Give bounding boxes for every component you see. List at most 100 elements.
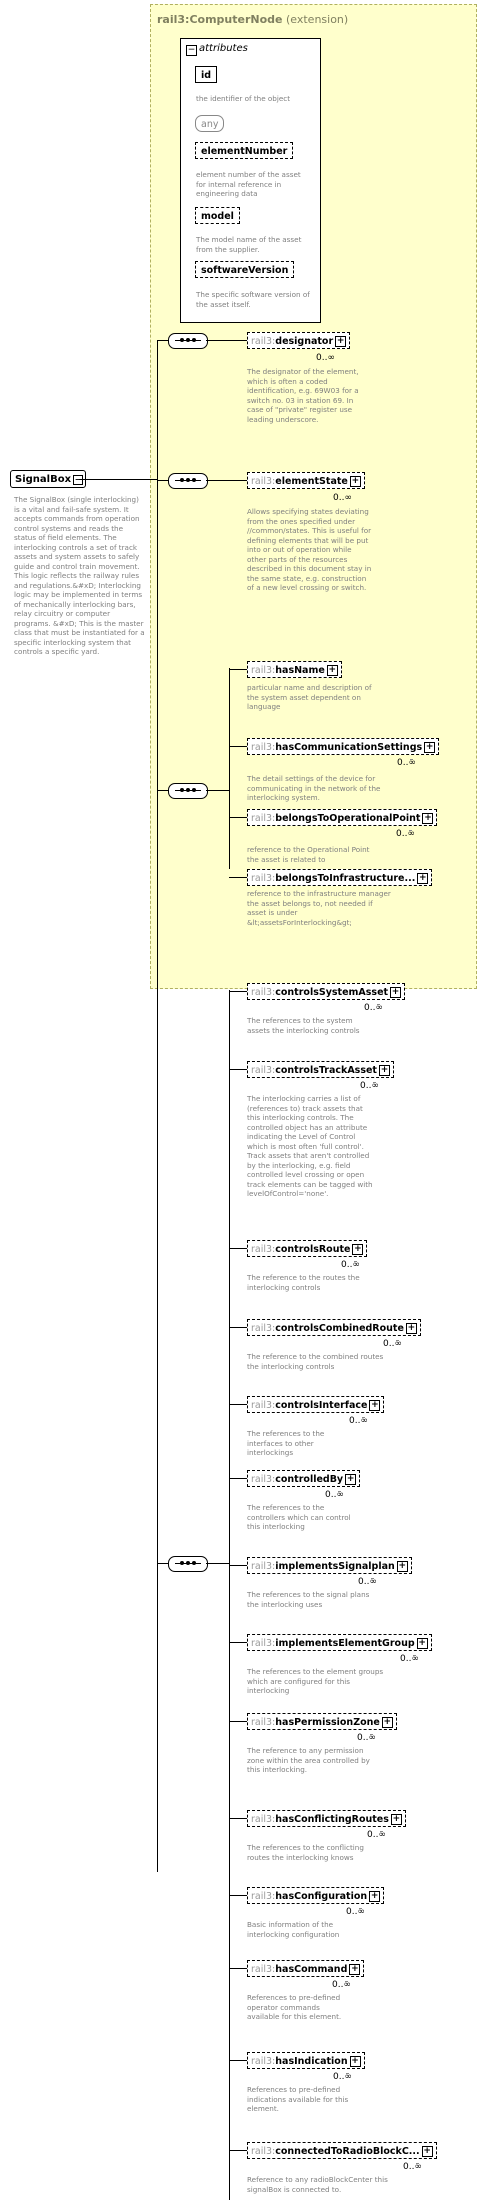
expand-icon[interactable]: + <box>416 1638 428 1649</box>
seq-designator-in <box>157 340 168 341</box>
element-designator[interactable]: rail3:designator+ <box>247 332 351 349</box>
expand-icon[interactable]: + <box>421 2146 433 2157</box>
expand-icon[interactable]: + <box>326 665 338 676</box>
extension-name: rail3:ComputerNode <box>157 13 283 26</box>
extension-suffix: (extension) <box>285 13 349 26</box>
element-name: belongsToOperationalPoint <box>275 813 421 824</box>
attr-elementNumber[interactable]: elementNumber <box>195 142 294 159</box>
element-13[interactable]: rail3:connectedToRadioBlockC...+ <box>247 2142 437 2159</box>
element-name: connectedToRadioBlockC... <box>275 2146 420 2157</box>
expand-icon[interactable]: + <box>396 1561 408 1572</box>
extension-title: rail3:ComputerNode (extension) <box>157 13 348 26</box>
element-2[interactable]: rail3:belongsToOperationalPoint+ <box>247 809 438 826</box>
connector <box>229 1968 247 1969</box>
element-2[interactable]: rail3:controlsRoute+ <box>247 1240 368 1257</box>
expand-icon[interactable]: + <box>417 873 429 884</box>
sequence-node <box>168 783 208 799</box>
occ-designator: 0..∞ <box>316 353 335 363</box>
element-desc: The references to the system assets the … <box>247 1016 360 1035</box>
element-9[interactable]: rail3:hasConflictingRoutes+ <box>247 1810 406 1827</box>
connector <box>229 1895 247 1896</box>
expand-icon[interactable]: + <box>349 2056 361 2067</box>
element-6[interactable]: rail3:implementsSignalplan+ <box>247 1557 412 1574</box>
attr-model[interactable]: model <box>195 207 240 224</box>
attr-any[interactable]: any <box>195 115 225 132</box>
element-name: hasConflictingRoutes <box>275 1814 389 1825</box>
element-desc: The references to the conflicting routes… <box>247 1843 364 1862</box>
element-1[interactable]: rail3:controlsTrackAsset+ <box>247 1061 394 1078</box>
element-7[interactable]: rail3:implementsElementGroup+ <box>247 1634 432 1651</box>
element-prefix: rail3: <box>251 2146 276 2157</box>
element-desc: The reference to the combined routes the… <box>247 1352 384 1371</box>
root-collapse-icon[interactable]: − <box>73 475 84 485</box>
element-10[interactable]: rail3:hasConfiguration+ <box>247 1887 385 1904</box>
expand-icon[interactable]: + <box>390 987 402 998</box>
expand-icon[interactable]: + <box>424 742 436 753</box>
expand-icon[interactable]: + <box>369 1891 381 1902</box>
element-desc: The interlocking carries a list of (refe… <box>247 1094 373 1198</box>
element-0[interactable]: rail3:hasName+ <box>247 661 342 678</box>
expand-icon[interactable]: + <box>352 1244 364 1255</box>
attr-elementNumber-desc: element number of the asset for internal… <box>196 170 301 198</box>
element-1[interactable]: rail3:hasCommunicationSettings+ <box>247 738 440 755</box>
element-name: hasConfiguration <box>275 1891 368 1902</box>
element-name: controlsRoute <box>275 1244 351 1255</box>
seq-node-branch <box>206 790 229 791</box>
element-prefix: rail3: <box>251 813 276 824</box>
expand-icon[interactable]: + <box>369 1400 381 1411</box>
attr-model-desc: The model name of the asset from the sup… <box>196 235 302 254</box>
expand-icon[interactable]: + <box>335 336 347 347</box>
attr-id[interactable]: id <box>195 66 218 83</box>
element-4[interactable]: rail3:controlsInterface+ <box>247 1396 385 1413</box>
connector <box>229 2150 247 2151</box>
element-name: controlsSystemAsset <box>275 987 389 998</box>
element-12[interactable]: rail3:hasIndication+ <box>247 2052 365 2069</box>
connector <box>229 1721 247 1722</box>
expand-icon[interactable]: + <box>390 1814 402 1825</box>
element-3[interactable]: rail3:controlsCombinedRoute+ <box>247 1319 421 1336</box>
element-elementstate[interactable]: rail3:elementState+ <box>247 472 365 489</box>
connector <box>229 1565 247 1566</box>
element-desc: The references to the element groups whi… <box>247 1667 384 1695</box>
occurrence: 0..∞ <box>357 1733 376 1743</box>
expand-icon[interactable]: + <box>349 476 361 487</box>
connector <box>229 817 247 818</box>
element-prefix: rail3: <box>251 1891 276 1902</box>
connector <box>229 991 247 992</box>
desc-designator: The designator of the element, which is … <box>247 367 359 424</box>
expand-icon[interactable]: + <box>422 813 434 824</box>
expand-icon[interactable]: + <box>378 1065 390 1076</box>
occurrence: 0..∞ <box>341 1260 360 1270</box>
element-desc: The references to the interfaces to othe… <box>247 1429 325 1457</box>
sequence-elementstate <box>168 473 208 489</box>
attr-softwareVersion[interactable]: softwareVersion <box>195 261 295 278</box>
expand-icon[interactable]: + <box>345 1474 357 1485</box>
occurrence: 0..∞ <box>358 1577 377 1587</box>
element-name: implementsSignalplan <box>275 1561 395 1572</box>
attr-id-desc: the identifier of the object <box>196 94 291 103</box>
element-8[interactable]: rail3:hasPermissionZone+ <box>247 1713 397 1730</box>
connector <box>229 746 247 747</box>
expand-icon[interactable]: + <box>349 1964 361 1975</box>
occurrence: 0..∞ <box>346 1907 365 1917</box>
connector <box>229 1248 247 1249</box>
connector <box>229 1478 247 1479</box>
seq-elementstate-in <box>157 480 168 481</box>
attributes-collapse-icon[interactable]: − <box>186 45 197 56</box>
element-5[interactable]: rail3:controlledBy+ <box>247 1470 361 1487</box>
root-element-signalbox[interactable]: SignalBox − <box>10 470 87 488</box>
element-11[interactable]: rail3:hasCommand+ <box>247 1960 365 1977</box>
expand-icon[interactable]: + <box>405 1323 417 1334</box>
element-0[interactable]: rail3:controlsSystemAsset+ <box>247 983 406 1000</box>
root-connector <box>79 479 157 480</box>
element-desc: References to pre-defined operator comma… <box>247 1993 342 2021</box>
seq-signalbox-branch <box>206 1563 229 1564</box>
element-name: controlsTrackAsset <box>275 1065 377 1076</box>
element-desc: References to pre-defined indications av… <box>247 2085 349 2113</box>
expand-icon[interactable]: + <box>381 1717 393 1728</box>
element-prefix: rail3: <box>251 987 276 998</box>
element-desc: The references to the signal plans the i… <box>247 1590 370 1609</box>
element-3[interactable]: rail3:belongsToInfrastructure...+ <box>247 869 433 886</box>
connector <box>229 1327 247 1328</box>
occurrence: 0..∞ <box>396 829 415 839</box>
